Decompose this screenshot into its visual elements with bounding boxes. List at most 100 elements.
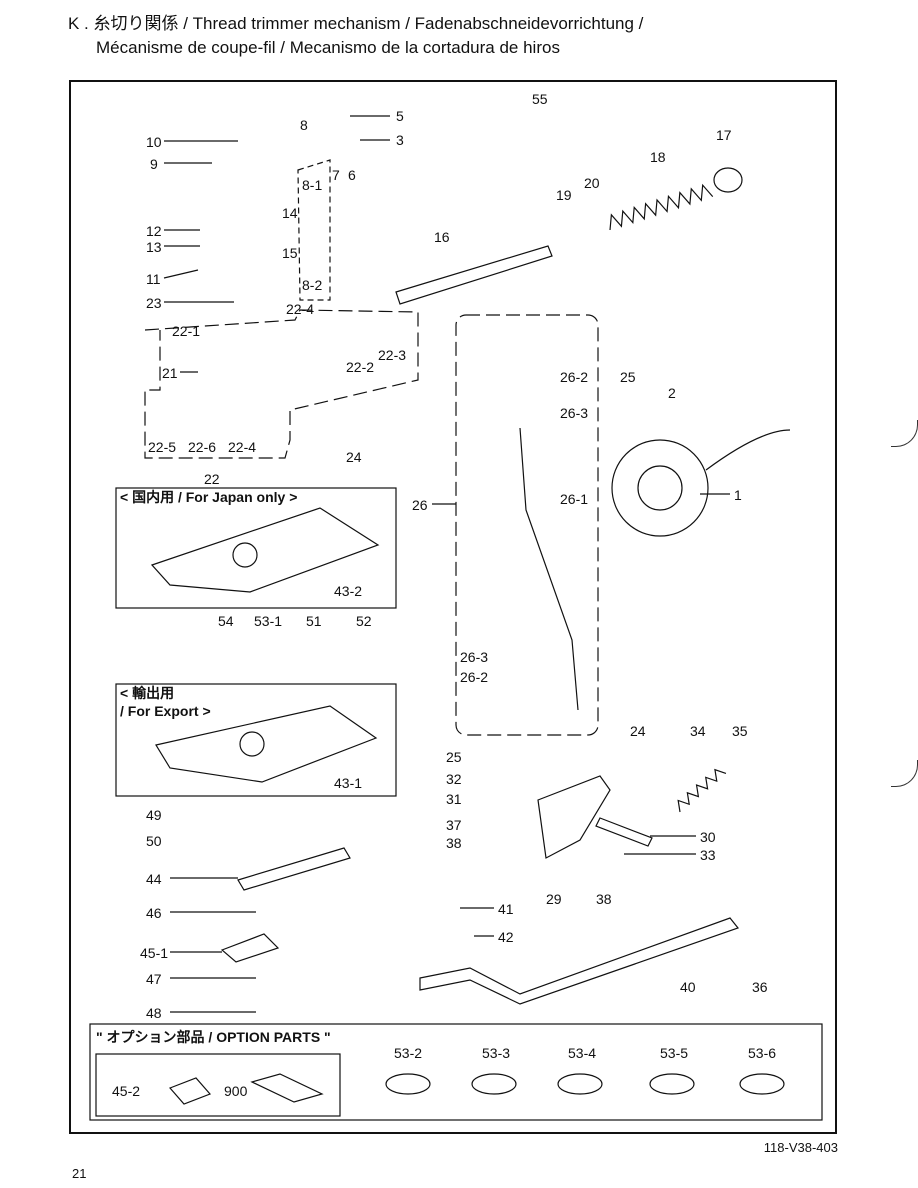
label-38-left: 38: [446, 835, 462, 851]
drawing-code: 118-V38-403: [763, 1140, 838, 1155]
pin-30: [595, 817, 653, 847]
label-52: 52: [356, 613, 372, 629]
label-8: 8: [300, 117, 308, 133]
label-44: 44: [146, 871, 162, 887]
label-42: 42: [498, 929, 514, 945]
label-22: 22: [204, 471, 220, 487]
label-45-2: 45-2: [112, 1083, 140, 1099]
label-53-2: 53-2: [394, 1045, 422, 1061]
label-49: 49: [146, 807, 162, 823]
label-38-right: 38: [596, 891, 612, 907]
label-53-6: 53-6: [748, 1045, 776, 1061]
label-26-1: 26-1: [560, 491, 588, 507]
label-26-3-top: 26-3: [560, 405, 588, 421]
label-1: 1: [734, 487, 742, 503]
label-31: 31: [446, 791, 462, 807]
assembly-region-8: [297, 159, 331, 301]
part-labels: 10 9 12 13 11 23 8 8-1 8-2 7 6 5 3 14 15…: [112, 91, 776, 1099]
label-26-3-bottom: 26-3: [460, 649, 488, 665]
label-22-6: 22-6: [188, 439, 216, 455]
label-900: 900: [224, 1083, 248, 1099]
plate-53-3: [471, 1073, 517, 1095]
label-7: 7: [332, 167, 340, 183]
plate-53-2: [385, 1073, 431, 1095]
label-11: 11: [146, 271, 161, 287]
label-51: 51: [306, 613, 322, 629]
spring-18: [609, 183, 714, 231]
label-21: 21: [162, 365, 178, 381]
plate-53-4: [557, 1073, 603, 1095]
label-23: 23: [146, 295, 162, 311]
label-16: 16: [434, 229, 450, 245]
label-46: 46: [146, 905, 162, 921]
label-9: 9: [150, 156, 158, 172]
plate-43-2: [150, 507, 380, 593]
label-5: 5: [396, 108, 404, 124]
label-26-2-top: 26-2: [560, 369, 588, 385]
label-14: 14: [282, 205, 298, 221]
label-34: 34: [690, 723, 706, 739]
label-55: 55: [532, 91, 548, 107]
diagram-frame: [69, 80, 837, 1134]
label-24-bottom: 24: [630, 723, 646, 739]
page-header: K . 糸切り関係 / Thread trimmer mechanism / F…: [68, 12, 643, 60]
label-17: 17: [716, 127, 732, 143]
label-25-top: 25: [620, 369, 636, 385]
collar-17: [713, 167, 743, 193]
option-parts-title: " オプション部品 / OPTION PARTS ": [96, 1029, 331, 1045]
header-line-1: K . 糸切り関係 / Thread trimmer mechanism / F…: [68, 14, 644, 33]
japan-only-title: < 国内用 / For Japan only >: [120, 489, 297, 505]
label-53-1: 53-1: [254, 613, 282, 629]
label-45-1: 45-1: [140, 945, 168, 961]
label-47: 47: [146, 971, 162, 987]
label-6: 6: [348, 167, 356, 183]
link-44: [237, 847, 351, 891]
lever-40: [419, 917, 739, 1005]
plate-900: [250, 1073, 324, 1103]
label-20: 20: [584, 175, 600, 191]
label-22-4-bottom: 22-4: [228, 439, 256, 455]
label-48: 48: [146, 1005, 162, 1021]
link-assembly-region-26: [455, 314, 599, 736]
label-10: 10: [146, 134, 162, 150]
label-54: 54: [218, 613, 234, 629]
label-53-5: 53-5: [660, 1045, 688, 1061]
plate-45-2: [168, 1077, 212, 1105]
label-22-4-top: 22-4: [286, 301, 314, 317]
label-50: 50: [146, 833, 162, 849]
label-25-bottom: 25: [446, 749, 462, 765]
label-36: 36: [752, 979, 768, 995]
label-29: 29: [546, 891, 562, 907]
hook-1: [611, 439, 709, 537]
rod-26-1: [519, 427, 579, 711]
label-22-1: 22-1: [172, 323, 200, 339]
option-parts-box: [89, 1023, 823, 1121]
label-26-2-bottom: 26-2: [460, 669, 488, 685]
label-12: 12: [146, 223, 162, 239]
bracket-29: [537, 775, 611, 859]
label-22-3: 22-3: [378, 347, 406, 363]
shaft-16: [395, 245, 553, 305]
export-title-1: < 輸出用: [120, 685, 174, 701]
label-33: 33: [700, 847, 716, 863]
label-37: 37: [446, 817, 462, 833]
label-2: 2: [668, 385, 676, 401]
label-13: 13: [146, 239, 162, 255]
label-18: 18: [650, 149, 666, 165]
spring-34: [677, 768, 727, 813]
label-43-1: 43-1: [334, 775, 362, 791]
label-26: 26: [412, 497, 428, 513]
hook-shaft: [705, 429, 791, 471]
label-41: 41: [498, 901, 514, 917]
label-32: 32: [446, 771, 462, 787]
label-19: 19: [556, 187, 572, 203]
label-8-2: 8-2: [302, 277, 322, 293]
option-parts-inner-box: [95, 1053, 341, 1117]
export-title-2: / For Export >: [120, 703, 211, 719]
page-number: 21: [72, 1166, 87, 1181]
label-22-5: 22-5: [148, 439, 176, 455]
plate-45-1: [220, 933, 280, 963]
label-8-1: 8-1: [302, 177, 322, 193]
label-40: 40: [680, 979, 696, 995]
